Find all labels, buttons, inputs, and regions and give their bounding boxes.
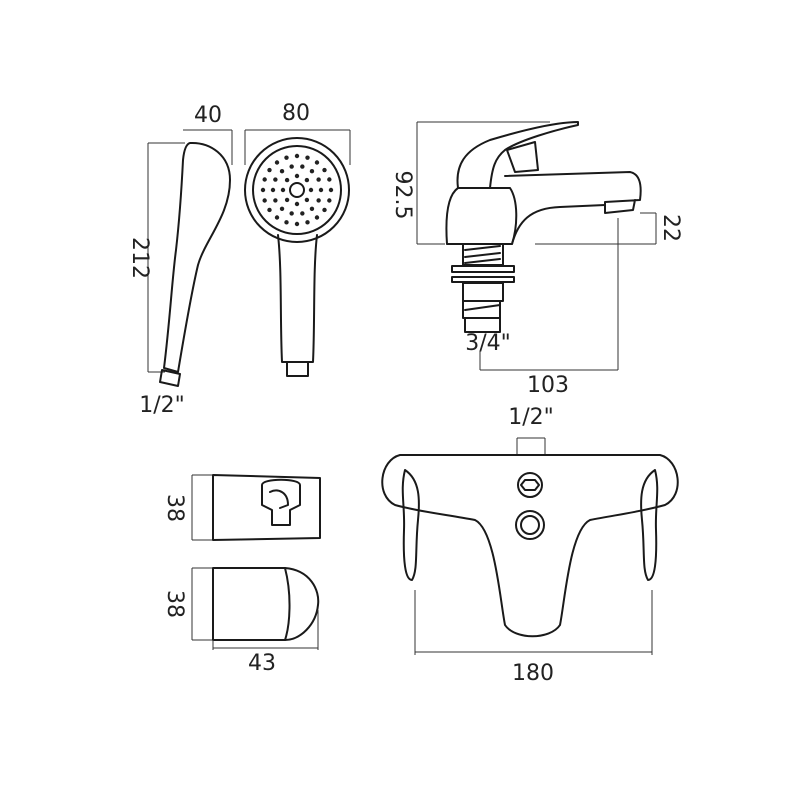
dim-spout-reach: 103 (527, 373, 569, 398)
handshower-front-view: 80 (244, 101, 351, 377)
nozzle-dot (327, 198, 332, 203)
nozzle-dot (262, 177, 267, 182)
nozzle-dot (279, 169, 285, 174)
spray-nozzles (260, 153, 334, 227)
nozzle-dot (309, 206, 315, 211)
nozzle-dot (294, 153, 300, 159)
nozzle-dot (322, 167, 327, 173)
nozzle-dot (284, 155, 289, 160)
nozzle-dot (284, 177, 290, 183)
nozzle-dot (328, 187, 334, 193)
nozzle-dot (318, 187, 324, 193)
nozzle-dot (280, 187, 286, 193)
nozzle-dot (316, 177, 321, 182)
nozzle-dot (305, 220, 310, 225)
dim-holder-height-bottom: 38 (162, 590, 187, 618)
nozzle-dot (267, 167, 272, 173)
dim-handshower-thread: 1/2" (139, 393, 185, 418)
nozzle-dot (322, 207, 327, 213)
mixer-side-view: 92.5 22 3/4" 103 (390, 121, 683, 398)
nozzle-dot (279, 206, 285, 211)
nozzle-dot (273, 177, 278, 182)
nozzle-dot (284, 197, 290, 203)
nozzle-dot (327, 177, 332, 182)
dim-spout-outlet-height: 22 (658, 214, 683, 242)
handshower-side-view: 40 212 1/2" (127, 103, 233, 418)
nozzle-dot (274, 160, 280, 165)
dim-handshower-depth: 40 (194, 103, 222, 128)
nozzle-dot (289, 211, 294, 216)
nozzle-dot (273, 198, 278, 203)
nozzle-dot (294, 201, 300, 207)
nozzle-dot (300, 211, 305, 216)
nozzle-dot (289, 164, 294, 169)
nozzle-dot (262, 198, 267, 203)
nozzle-dot (267, 207, 272, 213)
nozzle-dot (304, 177, 310, 183)
nozzle-dot (309, 169, 315, 174)
nozzle-dot (314, 160, 320, 165)
nozzle-dot (308, 187, 314, 193)
nozzle-dot (284, 220, 289, 225)
dim-mixer-outlet: 1/2" (508, 405, 554, 430)
dim-handshower-length: 212 (127, 237, 152, 279)
dim-tail-thread: 3/4" (465, 331, 511, 356)
nozzle-dot (316, 198, 321, 203)
nozzle-dot (294, 173, 300, 179)
dim-holder-depth: 43 (248, 651, 276, 676)
nozzle-dot (300, 164, 305, 169)
wall-holder: 38 38 43 (162, 474, 321, 676)
nozzle-dot (260, 187, 266, 193)
dim-handshower-width: 80 (282, 101, 310, 126)
mixer-front-view: 1/2" 180 (381, 405, 679, 686)
nozzle-dot (304, 197, 310, 203)
nozzle-dot (305, 155, 310, 160)
dim-spout-height: 92.5 (390, 171, 415, 220)
dim-holder-height-top: 38 (162, 494, 187, 522)
nozzle-dot (274, 215, 280, 220)
dim-mixer-centres: 180 (512, 661, 554, 686)
nozzle-dot (294, 221, 300, 227)
nozzle-dot (270, 187, 276, 193)
nozzle-dot (314, 215, 320, 220)
